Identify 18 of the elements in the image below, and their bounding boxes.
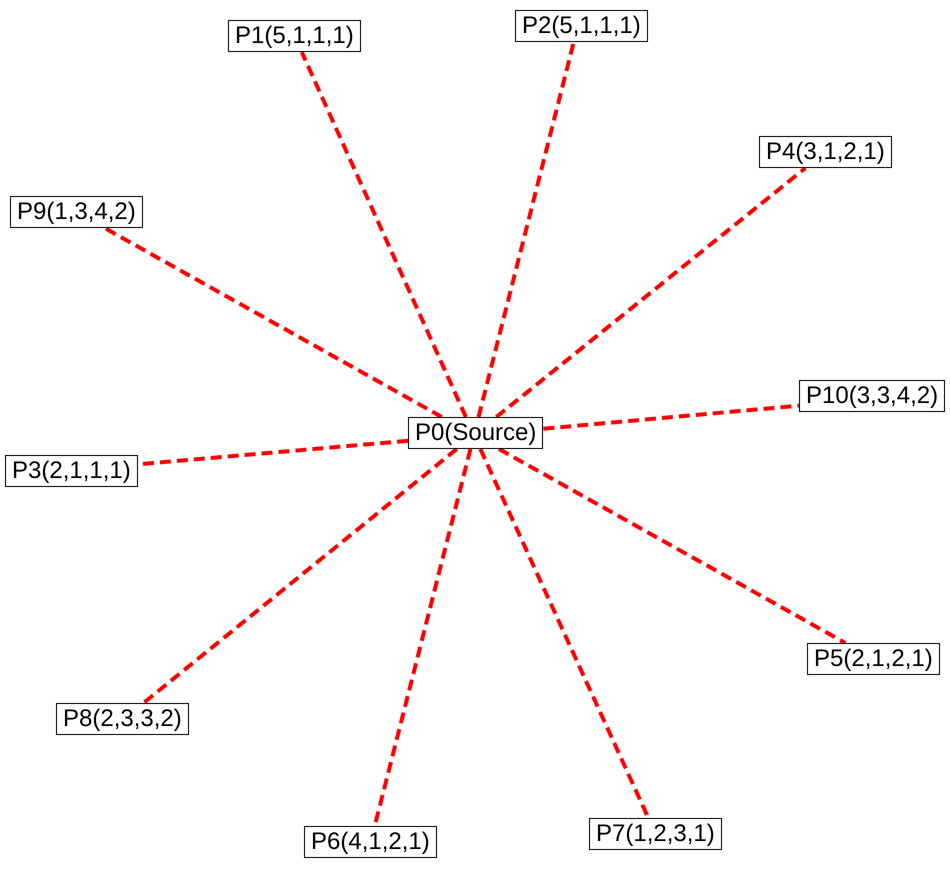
node-label-box: P4(3,1,2,1) bbox=[759, 136, 892, 168]
node-label-box: P9(1,3,4,2) bbox=[10, 196, 143, 228]
dashed-connector bbox=[300, 51, 468, 418]
node-label-box: P5(2,1,2,1) bbox=[807, 643, 940, 675]
dashed-connector bbox=[495, 166, 807, 419]
dashed-connector bbox=[476, 42, 576, 418]
node-label-box: P10(3,3,4,2) bbox=[799, 380, 946, 412]
node-label-box: P0(Source) bbox=[408, 417, 544, 449]
node-label-box: P8(2,3,3,2) bbox=[56, 703, 189, 735]
node-label-box: P7(1,2,3,1) bbox=[589, 818, 722, 850]
dashed-connector bbox=[142, 447, 458, 705]
node-label-box: P3(2,1,1,1) bbox=[5, 455, 138, 487]
node-label-box: P1(5,1,1,1) bbox=[228, 20, 361, 52]
dashed-connector bbox=[498, 447, 846, 645]
node-label-box: P6(4,1,2,1) bbox=[304, 826, 437, 858]
node-label-box: P2(5,1,1,1) bbox=[515, 10, 648, 42]
dashed-connector bbox=[104, 226, 443, 419]
dashed-connector bbox=[543, 404, 800, 431]
